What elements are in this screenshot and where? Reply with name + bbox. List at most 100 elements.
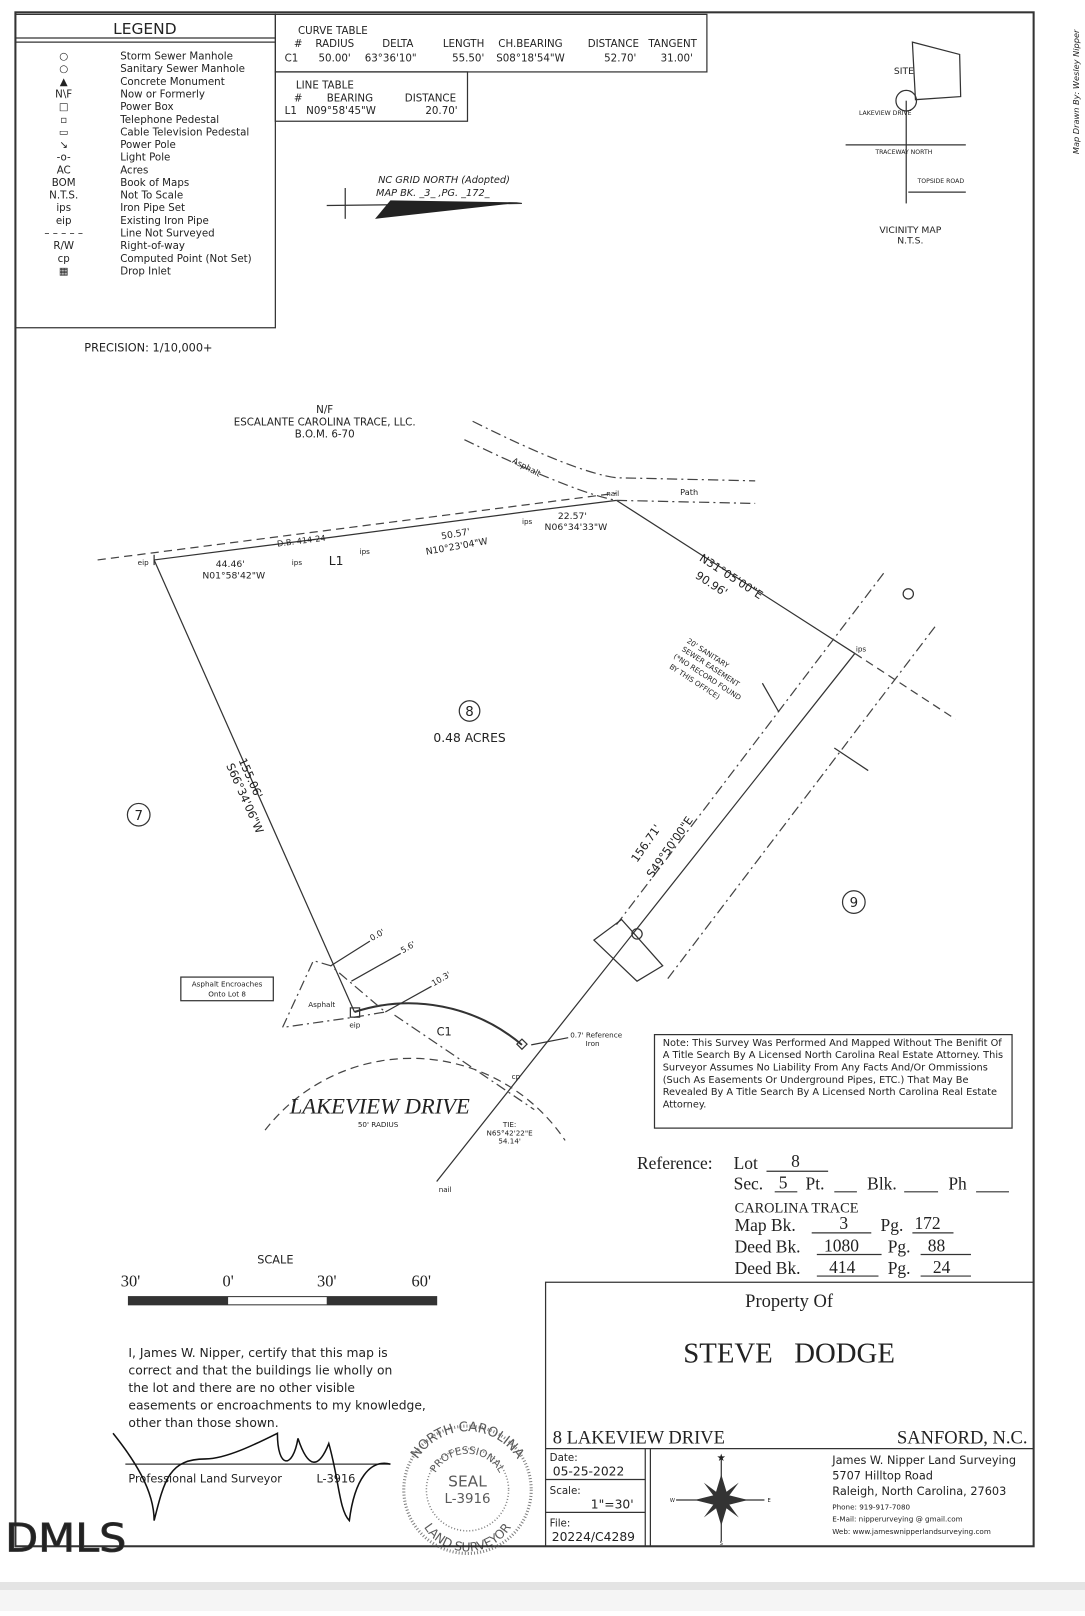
surveyor-email: E-Mail: nipperurveying @ gmail.com bbox=[832, 1515, 962, 1524]
reference-iron-label: Iron bbox=[586, 1039, 600, 1048]
lot-number: 8 bbox=[465, 705, 474, 720]
curve-cell: 50.00' bbox=[319, 53, 351, 65]
legend-label: Concrete Monument bbox=[120, 76, 225, 88]
nail-label: nail bbox=[606, 489, 619, 498]
segment-bearing: N06°34'33"W bbox=[545, 522, 608, 533]
legend-label: Computed Point (Not Set) bbox=[120, 253, 251, 265]
svg-text:PROFESSIONAL: PROFESSIONAL bbox=[428, 1445, 507, 1475]
sec-value: 5 bbox=[779, 1173, 788, 1193]
tie-label: TIE: bbox=[502, 1120, 516, 1129]
owner-name: STEVE DODGE bbox=[683, 1337, 895, 1369]
deed-page-value: 88 bbox=[928, 1235, 946, 1255]
legend-label: Drop Inlet bbox=[120, 265, 171, 277]
survey-note: Note: This Survey Was Performed And Mapp… bbox=[662, 1037, 1004, 1111]
eip-label: eip bbox=[138, 558, 149, 567]
signature bbox=[112, 1432, 391, 1523]
surveyor-street: 5707 Hilltop Road bbox=[832, 1469, 933, 1482]
scale-bar: SCALE 30' 0' 30' 60' bbox=[121, 1254, 438, 1306]
compass-east: E bbox=[768, 1498, 771, 1504]
cert-line: easements or encroachments to my knowled… bbox=[128, 1399, 425, 1413]
legend-label: Line Not Surveyed bbox=[120, 228, 214, 240]
svg-text:LAND SURVEYOR: LAND SURVEYOR bbox=[421, 1520, 514, 1554]
curve-c1-label: C1 bbox=[437, 1026, 452, 1039]
curve-table-title: CURVE TABLE bbox=[298, 25, 368, 37]
line-table-title: LINE TABLE bbox=[296, 79, 354, 91]
legend-symbol: ○ bbox=[59, 51, 68, 63]
scale-tick: 30' bbox=[317, 1271, 336, 1290]
curve-cell: C1 bbox=[285, 53, 299, 65]
legend-symbol: ▭ bbox=[59, 126, 69, 138]
compass-rose-icon: ★ S E W bbox=[670, 1452, 771, 1547]
ph-label: Ph bbox=[948, 1174, 967, 1194]
street-radius: 50' RADIUS bbox=[358, 1120, 399, 1129]
legend-symbol: ips bbox=[56, 202, 71, 214]
seal-text: SEAL bbox=[448, 1473, 487, 1491]
cert-line: the lot and there are no other visible bbox=[128, 1381, 355, 1395]
legend-symbol: cp bbox=[58, 253, 70, 265]
curve-cell: 52.70' bbox=[604, 53, 636, 65]
certification: I, James W. Nipper, certify that this ma… bbox=[112, 1346, 426, 1523]
sheet-border bbox=[14, 11, 1035, 1548]
bottom-bar bbox=[0, 1582, 1085, 1611]
surveyor-seal: NORTH CAROLINA PROFESSIONAL SEAL L-3916 … bbox=[402, 1420, 533, 1556]
legend-symbol: R/W bbox=[53, 240, 74, 252]
deed-book-value: 1080 bbox=[824, 1235, 859, 1255]
adjacent-lot-9: 9 bbox=[850, 896, 859, 911]
segment-bearing: N01°58'42"W bbox=[202, 570, 265, 581]
legend-title: LEGEND bbox=[113, 20, 176, 38]
neighbor-nf: N/F bbox=[316, 404, 333, 416]
curve-header: CH.BEARING bbox=[498, 38, 562, 50]
curve-header: DISTANCE bbox=[588, 38, 639, 50]
north-arrow: NC GRID NORTH (Adopted) MAP BK. _3_ ,PG.… bbox=[326, 175, 522, 219]
encroach-note: Onto Lot 8 bbox=[208, 990, 246, 999]
legend-label: Acres bbox=[120, 164, 148, 176]
curve-header: LENGTH bbox=[443, 38, 484, 50]
vicinity-map-scale: N.T.S. bbox=[897, 235, 923, 246]
compass-west: W bbox=[670, 1498, 675, 1504]
street-name: LAKEVIEW DRIVE bbox=[289, 1094, 470, 1119]
path-label: Path bbox=[680, 487, 698, 497]
subdivision: CAROLINA TRACE bbox=[735, 1200, 859, 1216]
curve-cell: 55.50' bbox=[452, 53, 484, 65]
road-label: LAKEVIEW DRIVE bbox=[859, 110, 912, 117]
line-header: DISTANCE bbox=[405, 93, 456, 105]
line-header: BEARING bbox=[327, 93, 373, 105]
grid-north-label: NC GRID NORTH (Adopted) bbox=[378, 175, 510, 186]
offset-label: 10.3' bbox=[430, 969, 453, 988]
legend-label: Cable Television Pedestal bbox=[120, 126, 249, 138]
line-table: LINE TABLE # BEARING DISTANCE L1 N09°58'… bbox=[274, 71, 469, 122]
curve-cell: 63°36'10" bbox=[365, 53, 417, 65]
curve-table: CURVE TABLE # RADIUS DELTA LENGTH CH.BEA… bbox=[274, 13, 708, 73]
legend-label: Power Pole bbox=[120, 139, 176, 151]
legend-symbol: ▦ bbox=[59, 265, 69, 277]
deed-book-label: Deed Bk. bbox=[735, 1236, 801, 1256]
property-address: 8 LAKEVIEW DRIVE bbox=[553, 1428, 725, 1448]
legend-label: Telephone Pedestal bbox=[119, 114, 219, 126]
line-header: # bbox=[294, 93, 303, 105]
seal-text: LAND SURVEYOR bbox=[421, 1520, 514, 1554]
adjacent-lot-7: 7 bbox=[134, 809, 143, 824]
seal-number: L-3916 bbox=[445, 1492, 491, 1507]
note-box bbox=[653, 1033, 1013, 1129]
line-cell: N09°58'45"W bbox=[306, 105, 376, 117]
legend-symbol: □ bbox=[59, 101, 69, 113]
legend-symbol: BOM bbox=[52, 177, 76, 189]
scale-title: SCALE bbox=[257, 1254, 293, 1267]
legend-label: Light Pole bbox=[120, 152, 170, 164]
compass-north: ★ bbox=[717, 1452, 726, 1464]
neighbor-bom: B.O.M. 6-70 bbox=[295, 429, 355, 441]
encroach-note: Asphalt Encroaches bbox=[192, 979, 263, 988]
curve-cell: S08°18'54"W bbox=[496, 53, 565, 65]
nail-label: nail bbox=[439, 1185, 452, 1194]
reference-block: Reference: Lot 8 Sec. 5 Pt. Blk. Ph CARO… bbox=[637, 1151, 1009, 1278]
legend-symbol: ▲ bbox=[60, 76, 68, 88]
deed-book-label: Deed Bk. bbox=[735, 1258, 801, 1278]
legend-symbol: ▫ bbox=[60, 114, 67, 126]
tie-bearing: N65°42'22"E bbox=[487, 1128, 534, 1137]
cp-label: cp bbox=[512, 1072, 521, 1081]
legend-label: Not To Scale bbox=[120, 190, 183, 202]
surveyor-website: Web: www.jameswnipperlandsurveying.com bbox=[832, 1527, 991, 1536]
easement-note: 20' SANITARY SEWER EASEMENT (*NO RECORD … bbox=[668, 636, 743, 702]
sec-label: Sec. bbox=[734, 1174, 764, 1194]
